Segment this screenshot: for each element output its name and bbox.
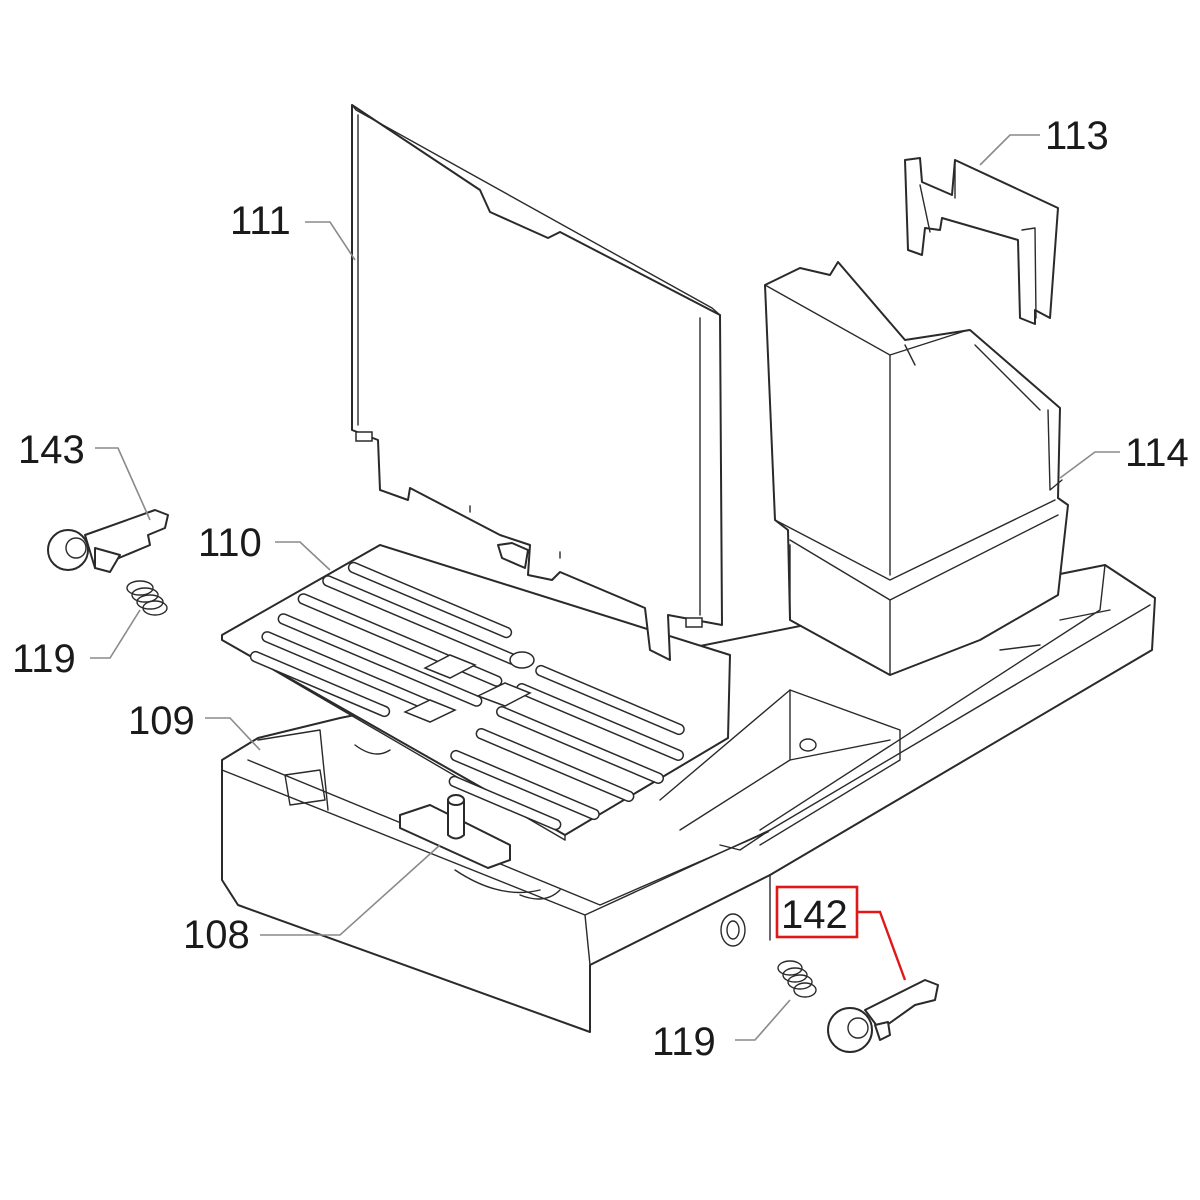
callout-108: 108	[183, 913, 250, 957]
callout-labels: 111 113 143 114 110 119 109 108 142 119	[12, 114, 1189, 1064]
part-119-spring-left	[126, 580, 168, 616]
part-109-drip-tray	[221, 564, 1156, 1033]
callout-114: 114	[1125, 431, 1189, 475]
part-110-drip-grid	[221, 544, 731, 841]
callout-113: 113	[1045, 114, 1109, 158]
callout-143: 143	[18, 428, 85, 472]
part-142-latch	[827, 979, 939, 1053]
callout-142: 142	[781, 893, 848, 937]
leader-lines	[90, 134, 1120, 1041]
callout-110: 110	[198, 521, 262, 565]
callout-119-left: 119	[12, 637, 76, 681]
callout-119-bottom: 119	[652, 1020, 716, 1064]
part-114-container	[764, 261, 1069, 676]
grid-slots	[249, 561, 685, 831]
part-119-spring-bottom	[777, 960, 817, 998]
part-111-back-panel	[351, 104, 723, 661]
callout-111: 111	[230, 199, 291, 243]
part-113-bracket	[904, 157, 1059, 325]
part-108-float	[399, 794, 511, 869]
callout-109: 109	[128, 699, 195, 743]
highlight-box	[775, 885, 859, 939]
part-143-latch	[47, 509, 169, 573]
